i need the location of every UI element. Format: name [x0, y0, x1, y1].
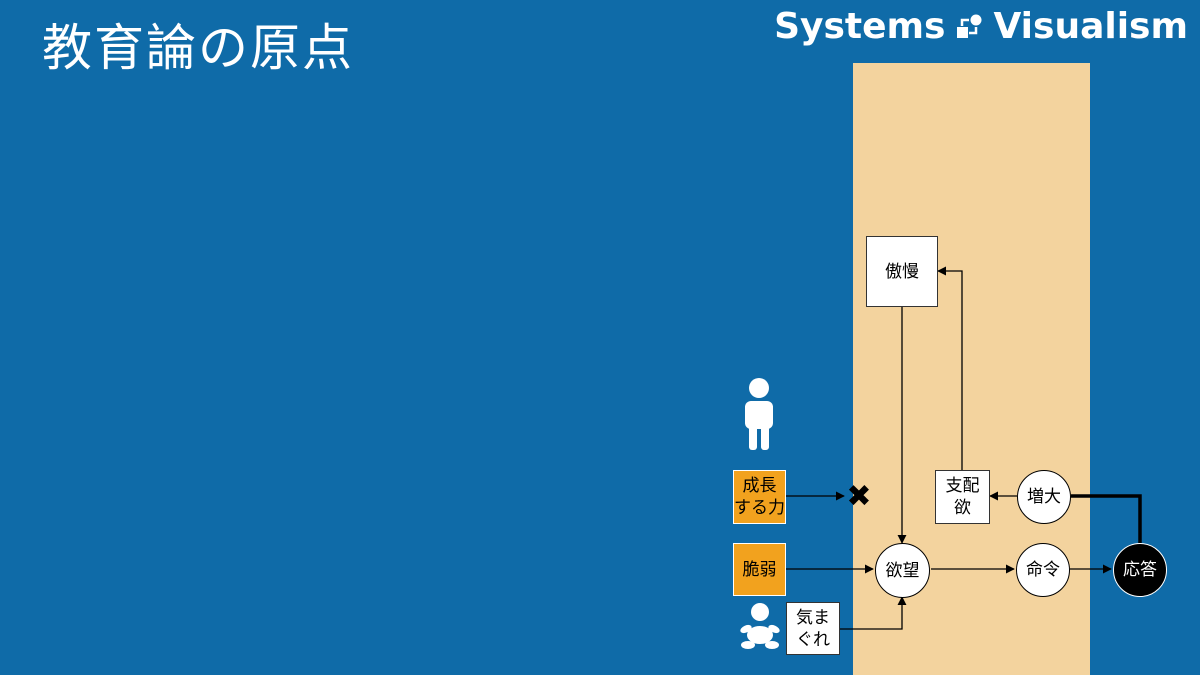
node-outou: 応答 — [1113, 543, 1167, 597]
arrow-shihaiyoku-gouman — [937, 266, 963, 470]
arrow-outou-zoudai — [1071, 494, 1142, 543]
node-seichou-label: 成長 する力 — [734, 476, 785, 518]
adult-person-icon — [745, 378, 773, 450]
brand-logo: Systems Visualism — [774, 6, 1188, 47]
node-yokubou: 欲望 — [875, 543, 930, 598]
brand-text-right: Visualism — [993, 6, 1188, 47]
node-shihaiyoku-label: 支配 欲 — [945, 476, 980, 518]
node-seichou: 成長 する力 — [733, 470, 786, 524]
node-yokubou-label: 欲望 — [885, 560, 920, 581]
page-title: 教育論の原点 — [42, 19, 354, 77]
brand-text-left: Systems — [774, 6, 946, 47]
arrow-kimagure-yokubou — [840, 596, 907, 630]
node-meirei: 命令 — [1016, 543, 1070, 597]
node-gouman-label: 傲慢 — [885, 261, 919, 282]
blocked-mark: ✖ — [846, 479, 872, 514]
node-outou-label: 応答 — [1123, 560, 1157, 580]
node-zoudai-label: 増大 — [1027, 487, 1061, 507]
node-zeijaku: 脆弱 — [733, 543, 786, 596]
baby-icon — [740, 603, 780, 649]
node-gouman: 傲慢 — [866, 236, 938, 307]
systems-icon — [957, 14, 982, 38]
node-zoudai: 増大 — [1017, 470, 1071, 524]
node-shihaiyoku: 支配 欲 — [935, 470, 990, 524]
node-meirei-label: 命令 — [1026, 560, 1060, 580]
node-kimagure-label: 気ま ぐれ — [796, 607, 830, 650]
node-zeijaku-label: 脆弱 — [742, 559, 777, 580]
node-kimagure: 気ま ぐれ — [786, 602, 840, 655]
